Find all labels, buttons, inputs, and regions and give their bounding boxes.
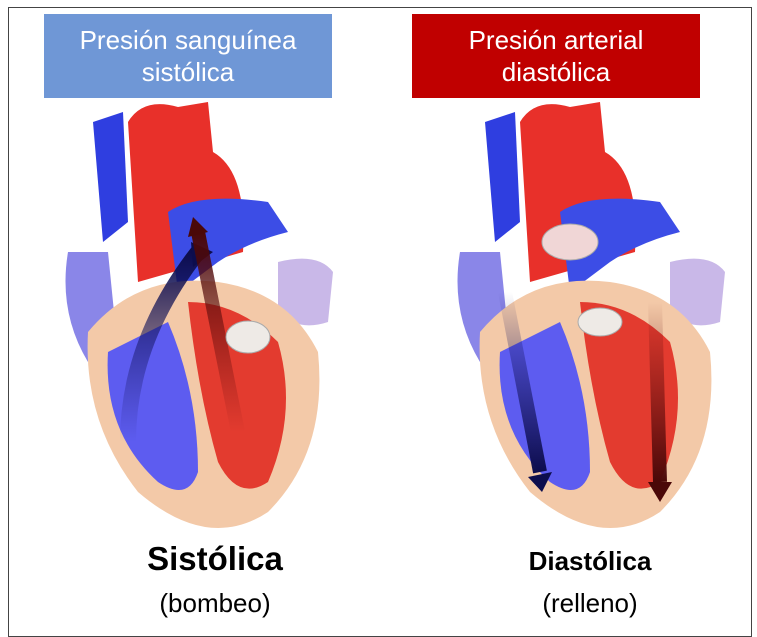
- valve: [542, 224, 598, 260]
- valve: [226, 321, 270, 353]
- systolic-caption-subtitle: (bombeo): [100, 588, 330, 619]
- banner-line: sistólica: [44, 56, 332, 88]
- systolic-heart-illustration: [48, 92, 348, 542]
- valve: [578, 308, 622, 336]
- vena-cava: [93, 112, 128, 242]
- diastolic-caption-title: Diastólica: [470, 546, 710, 577]
- diastolic-heart-illustration: [440, 92, 740, 542]
- banner-line: Presión sanguínea: [44, 24, 332, 56]
- blood-flow-arrow: [655, 302, 660, 482]
- vena-cava: [485, 112, 520, 242]
- banner-line: Presión arterial: [412, 24, 700, 56]
- diastolic-caption-subtitle: (relleno): [470, 588, 710, 619]
- banner-line: diastólica: [412, 56, 700, 88]
- diastolic-pressure-banner: Presión arterial diastólica: [412, 14, 700, 98]
- systolic-caption-title: Sistólica: [100, 540, 330, 578]
- systolic-pressure-banner: Presión sanguínea sistólica: [44, 14, 332, 98]
